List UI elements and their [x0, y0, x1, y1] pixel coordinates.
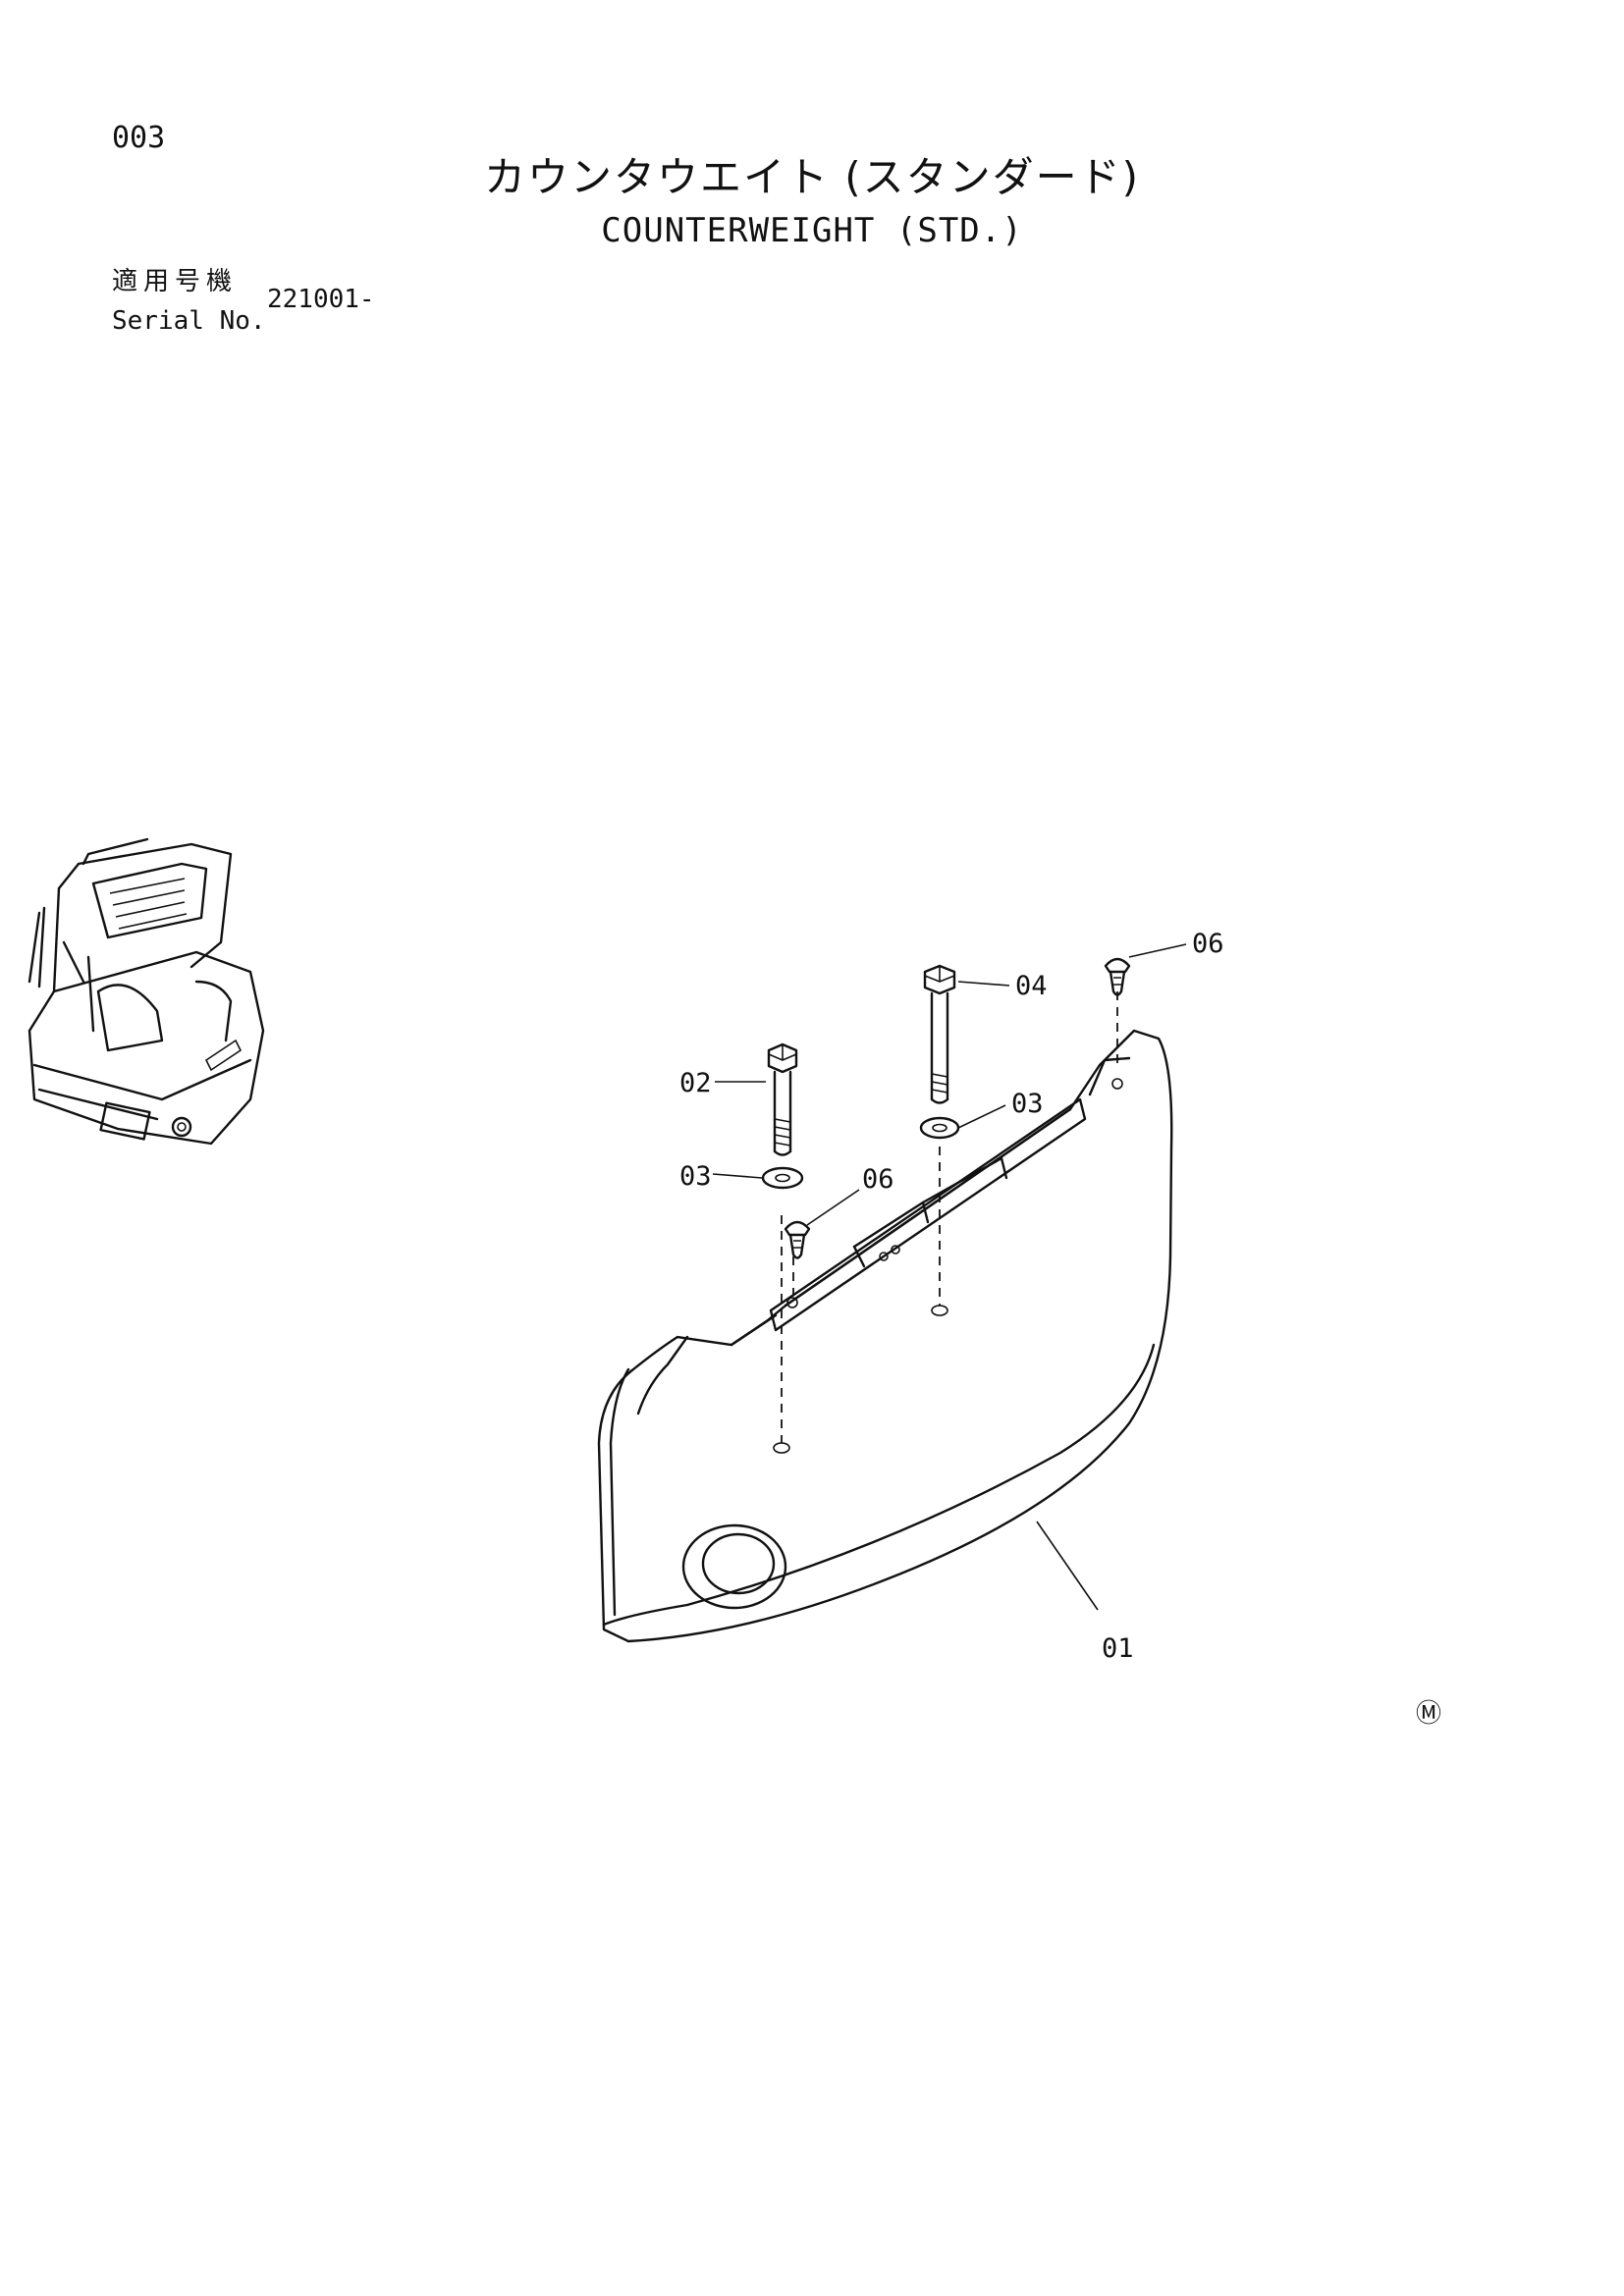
counterweight-body [597, 1029, 1173, 1643]
bolt-04 [923, 964, 956, 1104]
page-number: 003 [112, 121, 166, 155]
serial-label-japanese: 適用号機 [112, 267, 239, 296]
callout-01: 01 [1102, 1633, 1134, 1664]
callouts: 02 03 06 04 03 06 01 [679, 929, 1224, 1664]
callout-03-left: 03 [679, 1161, 712, 1192]
serial-label-english: Serial No. [112, 306, 266, 336]
title-japanese: カウンタウエイト (スタンダード) [483, 153, 1141, 201]
callout-06-right: 06 [1192, 929, 1224, 959]
excavator-thumbnail [27, 837, 265, 1146]
assembly-lines [773, 991, 1118, 1454]
title-english: COUNTERWEIGHT (STD.) [601, 211, 1023, 250]
callout-02: 02 [679, 1068, 712, 1098]
bolt-02 [767, 1042, 798, 1156]
serial-number-value: 221001- [267, 285, 375, 314]
callout-06-left: 06 [862, 1164, 894, 1195]
washer-03-right [919, 1116, 960, 1140]
m-mark: Ⓜ [1416, 1699, 1442, 1729]
callout-04: 04 [1015, 971, 1048, 1001]
clip-06-left [784, 1220, 811, 1259]
washer-03-left [761, 1166, 804, 1190]
callout-03-right: 03 [1011, 1089, 1044, 1119]
clip-06-right [1104, 957, 1131, 996]
leader-lines [712, 943, 1187, 1611]
